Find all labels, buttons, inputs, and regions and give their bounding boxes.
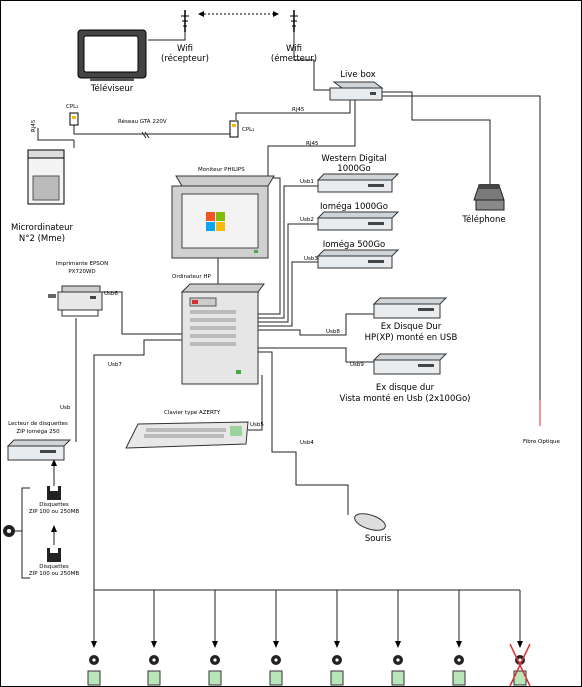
usb1-label: Usb1: [300, 179, 314, 185]
rj45-mid-label: Rj45: [292, 107, 305, 113]
usb8-label: Usb8: [326, 329, 340, 335]
tv-label: Téléviseur: [90, 83, 134, 94]
usb3-label: Usb3: [304, 256, 318, 262]
ordinateur-label: Ordinateur HP: [172, 274, 212, 280]
wd-label-2: 1000Go: [337, 164, 370, 174]
network-drop: [509, 590, 531, 687]
disk2-label-1: Disquettes: [39, 564, 69, 570]
wd-label-1: Western Digital: [321, 154, 386, 164]
windows-logo-icon: [206, 212, 225, 231]
livebox-label: Live box: [340, 70, 375, 80]
hp-tower-icon: [180, 283, 265, 385]
wifi-left-label: Wifi: [177, 44, 193, 54]
pc2-label-1: Micrordinateur: [11, 223, 74, 233]
antenna-icon: [290, 10, 298, 32]
usb7-label: Usb7: [108, 362, 122, 368]
monitor-label: Moniteur PHILIPS: [198, 167, 245, 173]
floppy-icon: [47, 486, 61, 500]
zip-reader-label-1: Lecteur de disquettes: [8, 421, 68, 427]
wifi-right-label: Wifi: [286, 44, 302, 54]
disk-ex-vista-icon: [372, 353, 448, 375]
printer-label-1: Imprimante EPSON: [56, 261, 109, 267]
reseau-label: Réseau GTA 220V: [118, 118, 167, 125]
network-drop: [452, 590, 466, 686]
cross-out-icon: [509, 643, 531, 687]
iomega500-label: Ioméga 500Go: [323, 239, 386, 250]
telephone-icon: [473, 184, 505, 211]
usb5-label: Usb5: [250, 422, 264, 428]
disk2-label-2: ZIP 100 ou 250MB: [29, 571, 80, 577]
telephone-label: Téléphone: [461, 214, 505, 225]
wall-jack-icon: [391, 670, 405, 686]
wifi-left-sub: (récepteur): [161, 53, 209, 64]
wall-jack-icon: [330, 670, 344, 686]
labels: Wifi (récepteur) Wifi (émetteur) Télévis…: [8, 44, 560, 577]
network-drop: [269, 590, 283, 686]
ex-hp-label-1: Ex Disque Dur: [381, 322, 442, 332]
zip-reader-label-2: ZIP Ioméga 250: [16, 428, 60, 435]
usb4-label: Usb4: [300, 440, 314, 446]
wifi-right-sub: (émetteur): [271, 53, 317, 64]
printer-icon: [48, 285, 103, 317]
monitor-icon: [171, 175, 275, 259]
iomega1000-label: Ioméga 1000Go: [320, 201, 388, 212]
keyboard-icon: [125, 421, 249, 449]
disk1-label-2: ZIP 100 ou 250MB: [29, 509, 80, 515]
network-drops: [87, 590, 531, 687]
wall-jack-icon: [147, 670, 161, 686]
ex-vista-label-1: Ex disque dur: [376, 383, 435, 393]
network-drop: [87, 590, 101, 686]
antenna-icon: [181, 10, 189, 32]
disk-western-digital-icon: [316, 173, 400, 193]
wall-jack-icon: [452, 670, 466, 686]
usb-left-label: Usb: [60, 405, 71, 411]
pc2-label-2: N°2 (Mme): [19, 234, 65, 244]
zip-reader-icon: [6, 439, 72, 461]
network-drop: [208, 590, 222, 686]
rj45-low-label: RJ45: [306, 141, 319, 147]
cpl-left-label: CPL₂: [66, 104, 78, 110]
cpl-plug-icon: [229, 120, 239, 138]
rj45-vertical-label: Rj45: [31, 119, 37, 132]
usb6-label: Usb6: [104, 291, 118, 297]
disk-iomega-1000-icon: [316, 211, 400, 231]
network-drop: [330, 590, 344, 686]
fibre-label: Fibre Optique: [523, 439, 561, 445]
wall-jack-icon: [208, 670, 222, 686]
pc-tower-icon: [27, 149, 65, 205]
printer-label-2: PX720WD: [68, 269, 95, 275]
mouse-icon: [354, 513, 386, 531]
disk1-label-1: Disquettes: [39, 502, 69, 508]
disk-iomega-500-icon: [316, 249, 400, 269]
disk-ex-hp-icon: [372, 297, 448, 319]
wall-jack-icon: [87, 670, 101, 686]
tv-icon: [77, 29, 147, 81]
wall-jack-icon: [269, 670, 283, 686]
souris-label: Souris: [365, 534, 392, 544]
ex-hp-label-2: HP(XP) monté en USB: [365, 332, 458, 343]
floppy-icon: [47, 548, 61, 562]
usb9-label: Usb9: [350, 362, 364, 368]
ex-vista-label-2: Vista monté en Usb (2x100Go): [340, 393, 471, 404]
disc-icon: [3, 525, 15, 537]
connection-lines: [14, 11, 541, 645]
network-drop: [147, 590, 161, 686]
cpl-right-label: CPL₁: [242, 127, 254, 133]
livebox-icon: [329, 81, 384, 101]
network-drop: [391, 590, 405, 686]
usb2-label: Usb2: [300, 217, 314, 223]
cpl-plug-icon: [69, 112, 79, 126]
clavier-label: Clavier type AZERTY: [164, 410, 221, 416]
